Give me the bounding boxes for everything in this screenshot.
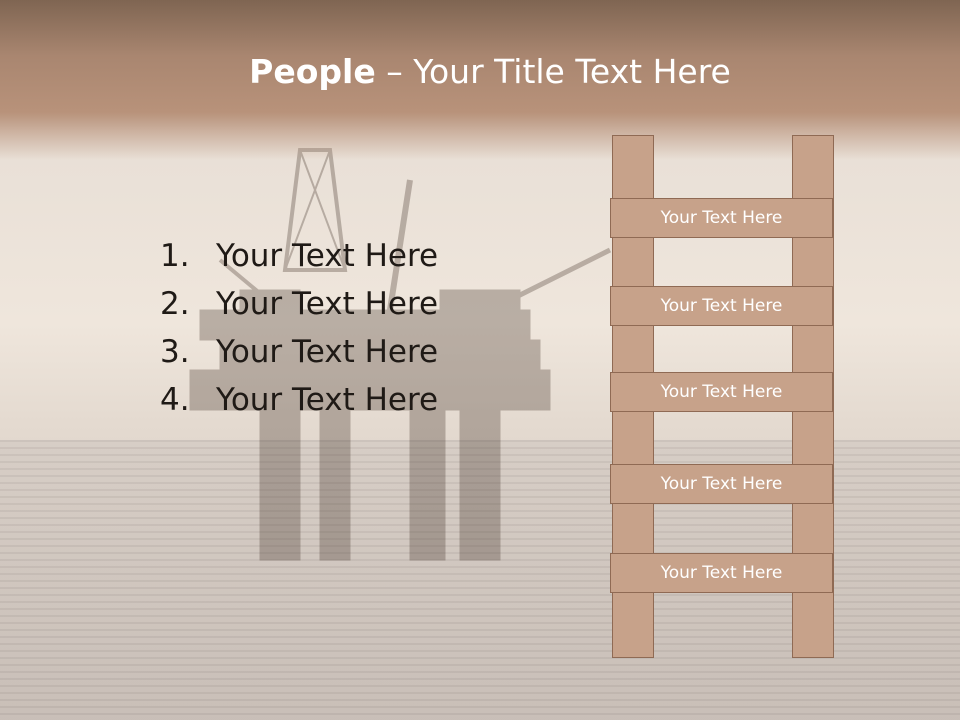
list-number: 4.: [160, 382, 190, 418]
slide-title: People – Your Title Text Here: [0, 52, 960, 91]
ladder-rung: Your Text Here: [610, 286, 833, 326]
ladder-rung: Your Text Here: [610, 553, 833, 593]
title-bold: People: [249, 52, 376, 91]
list-text: Your Text Here: [216, 238, 439, 274]
title-rest: – Your Title Text Here: [375, 52, 731, 91]
list-text: Your Text Here: [216, 334, 439, 370]
list-text: Your Text Here: [216, 382, 439, 418]
list-item: 1. Your Text Here: [160, 232, 438, 280]
list-item: 4. Your Text Here: [160, 376, 438, 424]
list-number: 1.: [160, 238, 190, 274]
oil-rig-illustration: [189, 148, 612, 561]
list-item: 3. Your Text Here: [160, 328, 438, 376]
list-number: 3.: [160, 334, 190, 370]
header-band: [0, 0, 960, 160]
ladder-diagram: Your Text Here Your Text Here Your Text …: [610, 135, 835, 660]
ladder-rung: Your Text Here: [610, 198, 833, 238]
list-item: 2. Your Text Here: [160, 280, 438, 328]
ladder-rung: Your Text Here: [610, 464, 833, 504]
list-number: 2.: [160, 286, 190, 322]
ladder-rung: Your Text Here: [610, 372, 833, 412]
list-text: Your Text Here: [216, 286, 439, 322]
numbered-list: 1. Your Text Here 2. Your Text Here 3. Your…: [160, 232, 438, 424]
